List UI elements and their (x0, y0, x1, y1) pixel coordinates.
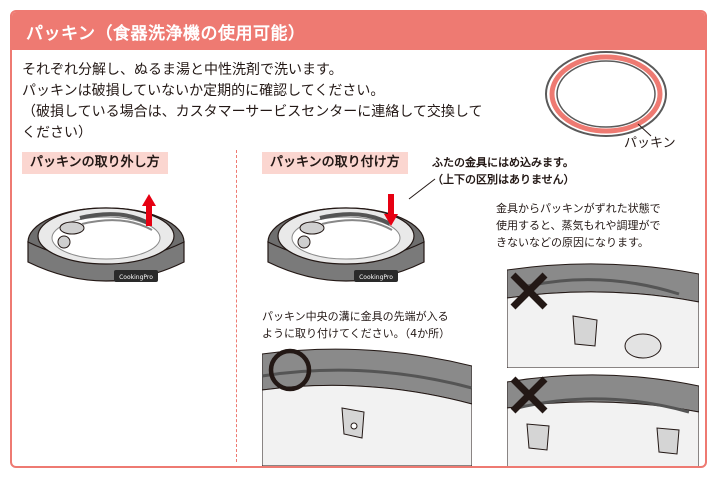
arrow-down-icon (384, 194, 398, 226)
wrong-closeup-illustration-1 (507, 263, 699, 368)
note-line: 使用すると、蒸気もれや調理がで (496, 219, 661, 232)
circle-marker-icon (268, 348, 312, 392)
intro-line: パッキンは破損していないか定期的に確認してください。 (22, 83, 385, 99)
note-line: パッキン中央の溝に金具の先端が入る (262, 310, 449, 323)
removal-lid-illustration: CookingPro (27, 207, 185, 282)
section-title: パッキン（食器洗浄機の使用可能） (26, 24, 306, 44)
wrong-closeup-illustration-2 (507, 374, 699, 466)
removal-title: パッキンの取り外し方 (22, 152, 168, 174)
intro-line: それぞれ分解し、ぬるま湯と中性洗剤で洗います。 (22, 62, 343, 78)
correct-closeup-illustration (262, 348, 472, 466)
arrow-up-icon (142, 194, 156, 226)
attach-note-top: ふたの金具にはめ込みます。 （上下の区別はありません） (432, 154, 575, 188)
brand-text: CookingPro (359, 274, 393, 281)
attach-lid-illustration: CookingPro (267, 207, 425, 282)
note-line: ように取り付けてください。（4か所） (262, 327, 451, 340)
leader-line (408, 178, 436, 200)
x-mark-icon (510, 272, 548, 310)
intro-line: ください） (22, 125, 92, 141)
note-line: （上下の区別はありません） (432, 173, 575, 186)
intro-line: （破損している場合は、カスタマーサービスセンターに連絡して交換して (22, 104, 483, 120)
note-line: 金具からパッキンがずれた状態で (496, 202, 661, 215)
attach-note-wrong: 金具からパッキンがずれた状態で 使用すると、蒸気もれや調理がで きないなどの原因… (496, 200, 661, 251)
gasket-ring-illustration (545, 51, 667, 137)
section-divider (236, 150, 237, 462)
brand-text: CookingPro (119, 274, 153, 281)
gasket-label: パッキン (624, 136, 676, 151)
intro-text: それぞれ分解し、ぬるま湯と中性洗剤で洗います。 パッキンは破損していないか定期的… (22, 60, 542, 144)
attach-title: パッキンの取り付け方 (262, 152, 408, 174)
attach-note-center: パッキン中央の溝に金具の先端が入る ように取り付けてください。（4か所） (262, 308, 450, 342)
section-header: パッキン（食器洗浄機の使用可能） (12, 12, 705, 50)
note-line: ふたの金具にはめ込みます。 (432, 156, 574, 169)
gasket-section: パッキン（食器洗浄機の使用可能） それぞれ分解し、ぬるま湯と中性洗剤で洗います。… (10, 10, 707, 468)
note-line: きないなどの原因になります。 (496, 236, 649, 249)
x-mark-icon (510, 376, 548, 414)
